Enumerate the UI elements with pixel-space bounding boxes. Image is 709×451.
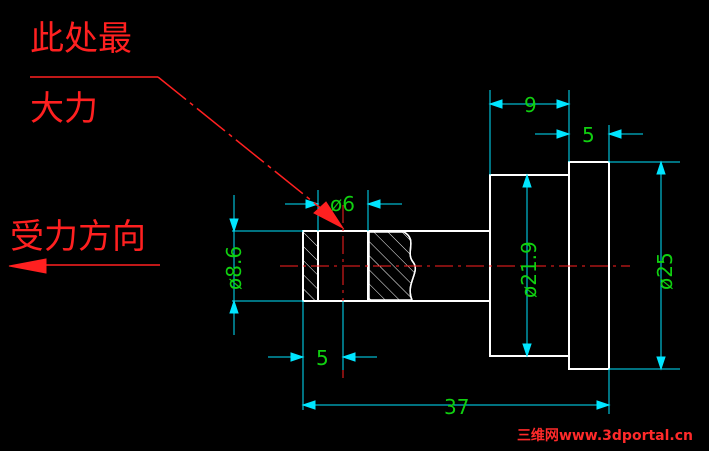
hatch-left [304,232,317,300]
dim-d6: ø6 [330,192,355,216]
watermark-url: www.3dportal.cn [558,428,693,444]
dimension-texts: ø6 ø8.6 ø21.9 ø25 9 5 5 37 [222,93,677,419]
dim-len-5-top: 5 [582,123,595,147]
dim-d8-6: ø8.6 [222,246,246,290]
force-direction-label: 受力方向 [10,217,146,257]
dimension-lines [229,90,680,414]
max-force-label-line2: 大力 [30,89,98,129]
centerline [280,205,630,378]
break-line [403,231,416,301]
annotation-leaders [8,76,345,274]
watermark-cn: 三维网 [516,428,559,444]
dim-d25: ø25 [653,252,677,290]
dim-len-37: 37 [444,395,469,419]
dim-d21-9: ø21.9 [517,241,541,298]
hatch-sections [304,231,416,301]
dim-len-5-bottom: 5 [316,346,329,370]
dim-len-9: 9 [524,93,537,117]
max-force-arrowhead [313,201,345,230]
max-force-label-line1: 此处最 [30,19,132,59]
watermark: 三维网www.3dportal.cn [517,425,693,445]
force-direction-arrowhead [8,258,47,274]
